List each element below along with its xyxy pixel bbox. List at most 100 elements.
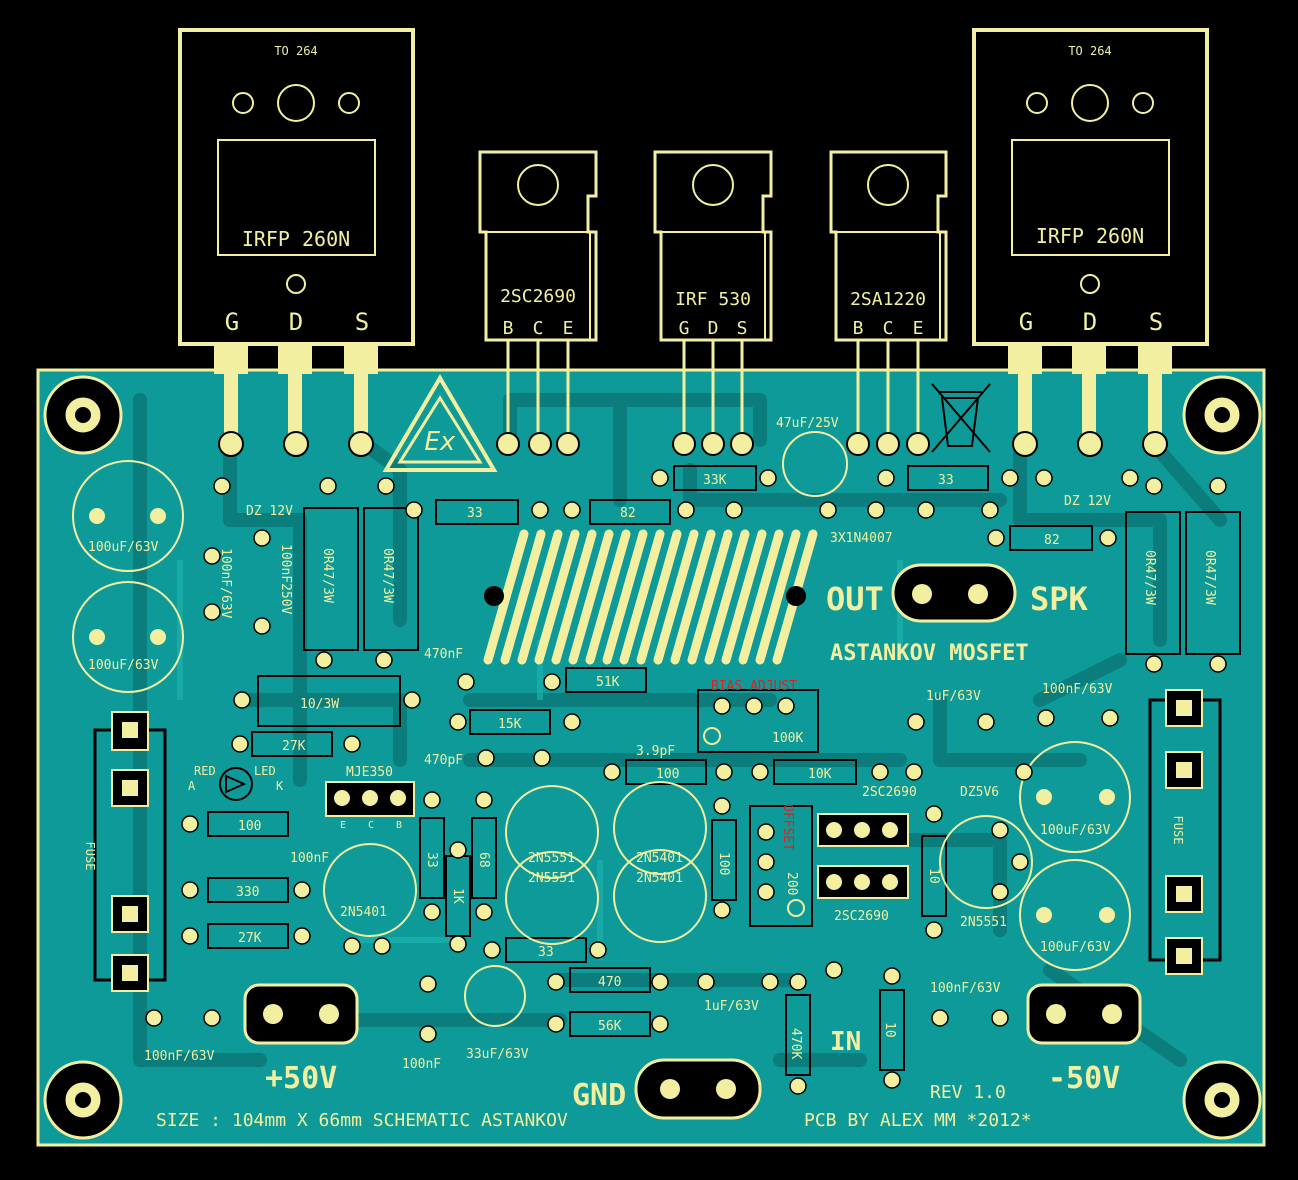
c100u-2-label: 100uF/63V [88,658,159,673]
r27k-b-label: 27K [238,931,262,946]
output-connector: OUT SPK [826,563,1089,623]
c100n-low-right-label: 100nF/63V [930,981,1001,996]
q2n5551-right-label: 2N5551 [960,915,1007,930]
q2n5401-left-label: 2N5401 [340,905,387,920]
to264-right: TO 264 IRFP 260N G D S [972,28,1209,440]
q2sc2690-a-label: 2SC2690 [862,785,917,800]
r1k-label: 1K [450,888,465,904]
trimmer-offset: OFFSET [749,804,813,927]
r10-3w-label: 10/3W [300,697,339,712]
r100-v-label: 100 [716,852,731,875]
dz12-left-label: DZ 12V [246,504,293,519]
weee-bin-icon [931,383,991,453]
q2sc2690-b-label: 2SC2690 [834,909,889,924]
r047-2-label: 0R47/3W [380,548,395,603]
led-a-label: A [188,779,196,793]
spk-label: SPK [1030,580,1089,618]
to264-right-part: IRFP 260N [1036,224,1144,248]
q2n5401-b-label: 2N5401 [636,871,683,886]
c1u-low-label: 1uF/63V [704,999,759,1014]
led-label: LED [254,764,276,778]
output-inductor [483,529,818,665]
to220-c: 2SA1220 B C E [829,150,948,440]
r27k-a-label: 27K [282,739,306,754]
capacitors-electrolytic [72,431,1131,1027]
r047-4-label: 0R47/3W [1202,550,1217,605]
pin-label: S [737,318,748,339]
brand-label: ASTANKOV MOSFET [830,641,1029,666]
r33-v-label: 33 [424,852,439,868]
r10-v-label: 10 [926,868,941,884]
c100n-left-label: 100nF [290,851,329,866]
pin-label: S [355,308,369,336]
to220-a: 2SC2690 B C E [478,150,598,440]
r10k-label: 10K [808,767,832,782]
dz5v6-label: DZ5V6 [960,785,999,800]
transistors-to92 [323,781,1033,945]
c100n-250-label: 100nF250V [278,544,293,615]
c3p9-label: 3.9pF [636,744,675,759]
r15k-label: 15K [498,717,522,732]
to220-b-part: IRF 530 [675,289,751,310]
size-label: SIZE : 104mm X 66mm SCHEMATIC ASTANKOV [156,1110,568,1131]
c100nf-label: 100nF [402,1057,441,1072]
r470-label: 470 [598,975,621,990]
power-connector-gnd [634,1058,762,1120]
r047-1-label: 0R47/3W [320,548,335,603]
minus50-label: -50V [1048,1061,1120,1096]
to264-right-package: TO 264 [1068,44,1111,58]
to264-left: TO 264 IRFP 260N G D S [178,28,415,440]
dz12-right-label: DZ 12V [1064,494,1111,509]
c33u-label: 33uF/63V [466,1047,529,1062]
c1u-top-label: 1uF/63V [926,689,981,704]
r330-label: 330 [236,885,259,900]
bias-adjust-label: BIAS ADJUST [711,679,797,694]
c100n-v-label: 100nF/63V [218,548,233,619]
led-indicator: RED LED A K [188,764,284,801]
cap47u-label: 47uF/25V [776,416,839,431]
r33-top-label: 33 [467,506,483,521]
fuse-label: FUSE [83,842,97,871]
r047-3-label: 0R47/3W [1142,550,1157,605]
pin-label: S [1149,308,1163,336]
to264-left-package: TO 264 [274,44,317,58]
plus50-label: +50V [265,1061,337,1096]
led-red-label: RED [194,764,216,778]
pin-label: E [563,318,574,339]
pin-label: B [853,318,864,339]
ecb-b: B [396,820,402,831]
gnd-label: GND [572,1078,626,1113]
c100u-1-label: 100uF/63V [88,540,159,555]
c100n-right-label: 100nF/63V [1042,682,1113,697]
pin-label: D [1083,308,1097,336]
q2n5401-a-label: 2N5401 [636,851,683,866]
pin-label: D [289,308,303,336]
ecb-e: E [340,820,346,831]
to220-c-part: 2SA1220 [850,289,926,310]
pcb-by-label: PCB BY ALEX MM *2012* [804,1110,1032,1131]
r100-left-label: 100 [238,819,261,834]
power-connector-plus [243,983,359,1045]
trim200-label: 200 [784,872,799,895]
pin-label: E [913,318,924,339]
svg-text:Ex: Ex [424,427,456,457]
pin-label: B [503,318,514,339]
rev-label: REV 1.0 [930,1082,1006,1103]
r33k-label: 33K [703,473,727,488]
pin-label: G [1019,308,1033,336]
c470n-label: 470nF [424,647,463,662]
to220-b: IRF 530 G D S [653,150,773,440]
c100u-r2-label: 100uF/63V [1040,940,1111,955]
fuse-left: FUSE [83,711,167,992]
q2n5551-a-label: 2N5551 [528,851,575,866]
pads [218,431,1168,457]
pin-label: G [225,308,239,336]
offset-label: OFFSET [780,804,795,851]
r56k-label: 56K [598,1019,622,1034]
r82-right-label: 82 [1044,533,1060,548]
trim100k-label: 100K [772,731,803,746]
r51k-label: 51K [596,675,620,690]
c470p-label: 470pF [424,753,463,768]
resistors [207,465,1241,1076]
